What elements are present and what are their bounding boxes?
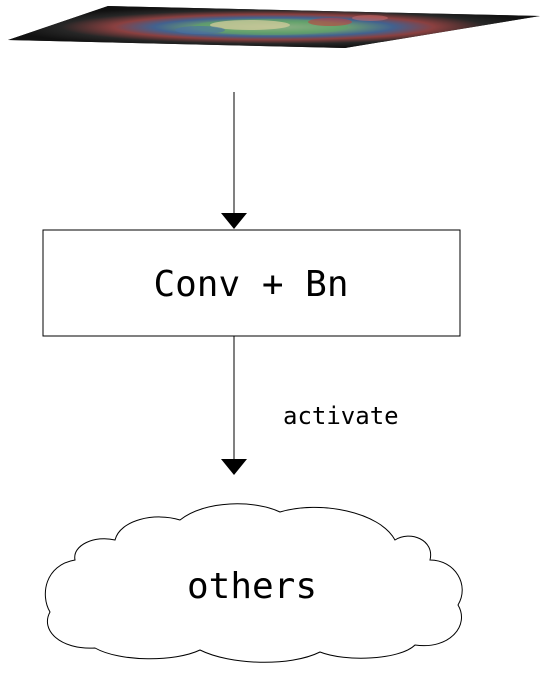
input-feature-map-image — [8, 6, 540, 48]
arrow-conv-to-cloud — [221, 336, 247, 475]
others-label: others — [187, 566, 317, 607]
conv-bn-box: Conv + Bn — [42, 229, 461, 337]
arrow-image-to-conv — [221, 92, 247, 229]
conv-bn-label: Conv + Bn — [153, 264, 348, 305]
activate-label: activate — [283, 402, 399, 430]
others-cloud: others — [44, 503, 463, 663]
